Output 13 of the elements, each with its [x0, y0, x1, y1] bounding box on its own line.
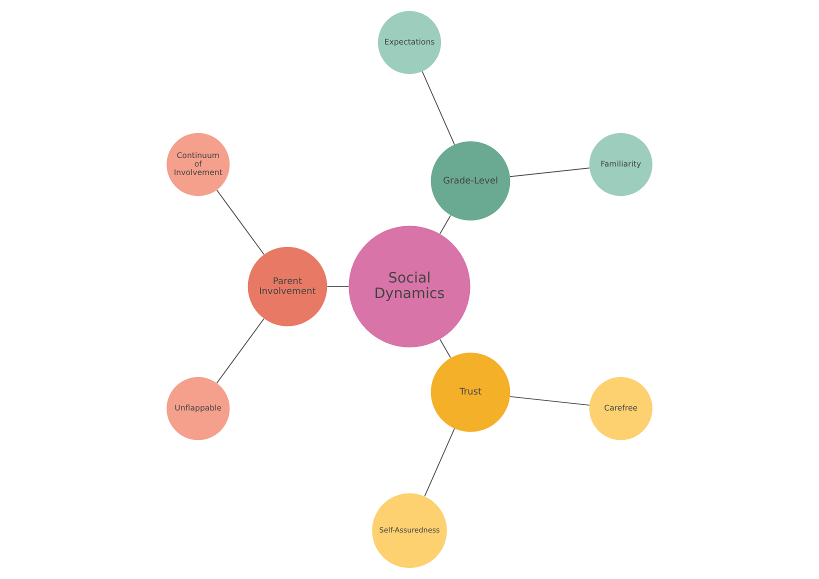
- connector: [424, 428, 455, 497]
- node-circle: Grade-Level: [430, 141, 510, 221]
- node-circle: Parent Involvement: [248, 246, 328, 326]
- connector: [422, 70, 455, 146]
- connector: [510, 167, 590, 178]
- connector: [216, 318, 264, 384]
- connector: [440, 338, 452, 358]
- connector: [216, 190, 264, 255]
- connector: [326, 286, 350, 288]
- node-circle: Social Dynamics: [348, 226, 470, 348]
- node-circle: Trust: [430, 352, 510, 432]
- connector: [510, 396, 590, 406]
- connector: [440, 215, 452, 234]
